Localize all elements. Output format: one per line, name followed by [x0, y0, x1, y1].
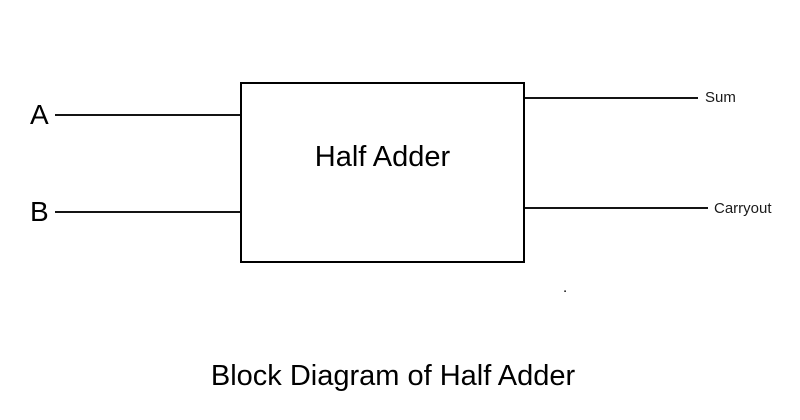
output-label-sum: Sum — [705, 89, 736, 106]
input-wire-a — [55, 114, 240, 116]
half-adder-block — [240, 82, 525, 263]
diagram-caption: Block Diagram of Half Adder — [210, 360, 576, 392]
output-wire-sum — [525, 97, 698, 99]
half-adder-block-label: Half Adder — [314, 141, 451, 173]
input-label-b: B — [30, 196, 49, 227]
output-wire-carryout — [525, 207, 708, 209]
input-wire-b — [55, 211, 240, 213]
output-label-carryout: Carryout — [714, 200, 772, 217]
stray-period-mark: . — [563, 279, 568, 296]
input-label-a: A — [30, 99, 49, 130]
